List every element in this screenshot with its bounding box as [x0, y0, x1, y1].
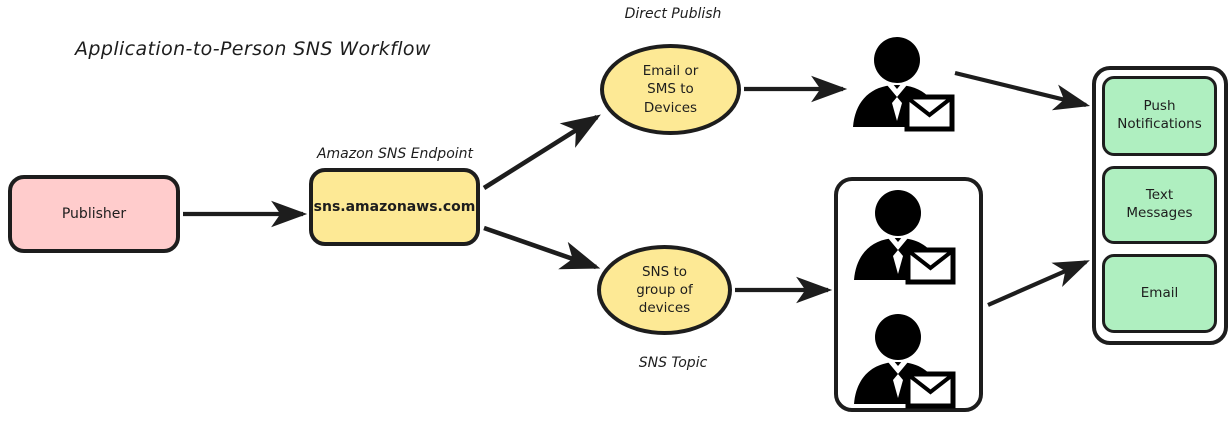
endpoint-caption: Amazon SNS Endpoint [316, 146, 474, 162]
channel-text-messages-line1: Text [1145, 187, 1174, 204]
node-sns-topic-line1: SNS to [641, 263, 688, 280]
page-title: Application-to-Person SNS Workflow [75, 38, 431, 60]
node-sns-endpoint-label: sns.amazonaws.com [313, 199, 476, 215]
edge-endpoint-to-direct-publish [482, 114, 601, 190]
node-direct-publish-line3: Devices [643, 99, 698, 116]
node-direct-publish[interactable]: Email or SMS to Devices [600, 44, 741, 135]
edge-group-to-channels [987, 260, 1090, 307]
channel-text-messages[interactable]: Text Messages [1102, 166, 1217, 244]
node-sns-topic-line3: devices [638, 300, 691, 317]
node-sns-topic-line2: group of [636, 281, 693, 298]
person-with-envelope-icon [854, 190, 956, 285]
node-sns-topic[interactable]: SNS to group of devices [597, 245, 732, 335]
channel-push-notifications[interactable]: Push Notifications [1102, 76, 1217, 156]
edge-endpoint-to-sns-topic [483, 225, 601, 270]
node-direct-publish-line2: SMS to [647, 81, 694, 98]
node-publisher[interactable]: Publisher [8, 175, 180, 253]
sns-topic-caption: SNS Topic [638, 355, 708, 371]
node-publisher-label: Publisher [61, 206, 127, 222]
channel-text-messages-line2: Messages [1126, 205, 1193, 221]
direct-publish-caption: Direct Publish [624, 6, 722, 22]
channel-email-line1: Email [1140, 284, 1179, 301]
node-direct-publish-line1: Email or [642, 63, 699, 80]
person-with-envelope-icon [853, 37, 955, 132]
edge-recipient-to-channels [954, 70, 1091, 111]
person-with-envelope-icon [854, 314, 956, 409]
channel-email[interactable]: Email [1102, 254, 1217, 333]
channel-push-notifications-line2: Notifications [1117, 116, 1202, 132]
node-sns-endpoint[interactable]: sns.amazonaws.com [309, 168, 480, 246]
channel-push-notifications-line1: Push [1143, 98, 1176, 115]
